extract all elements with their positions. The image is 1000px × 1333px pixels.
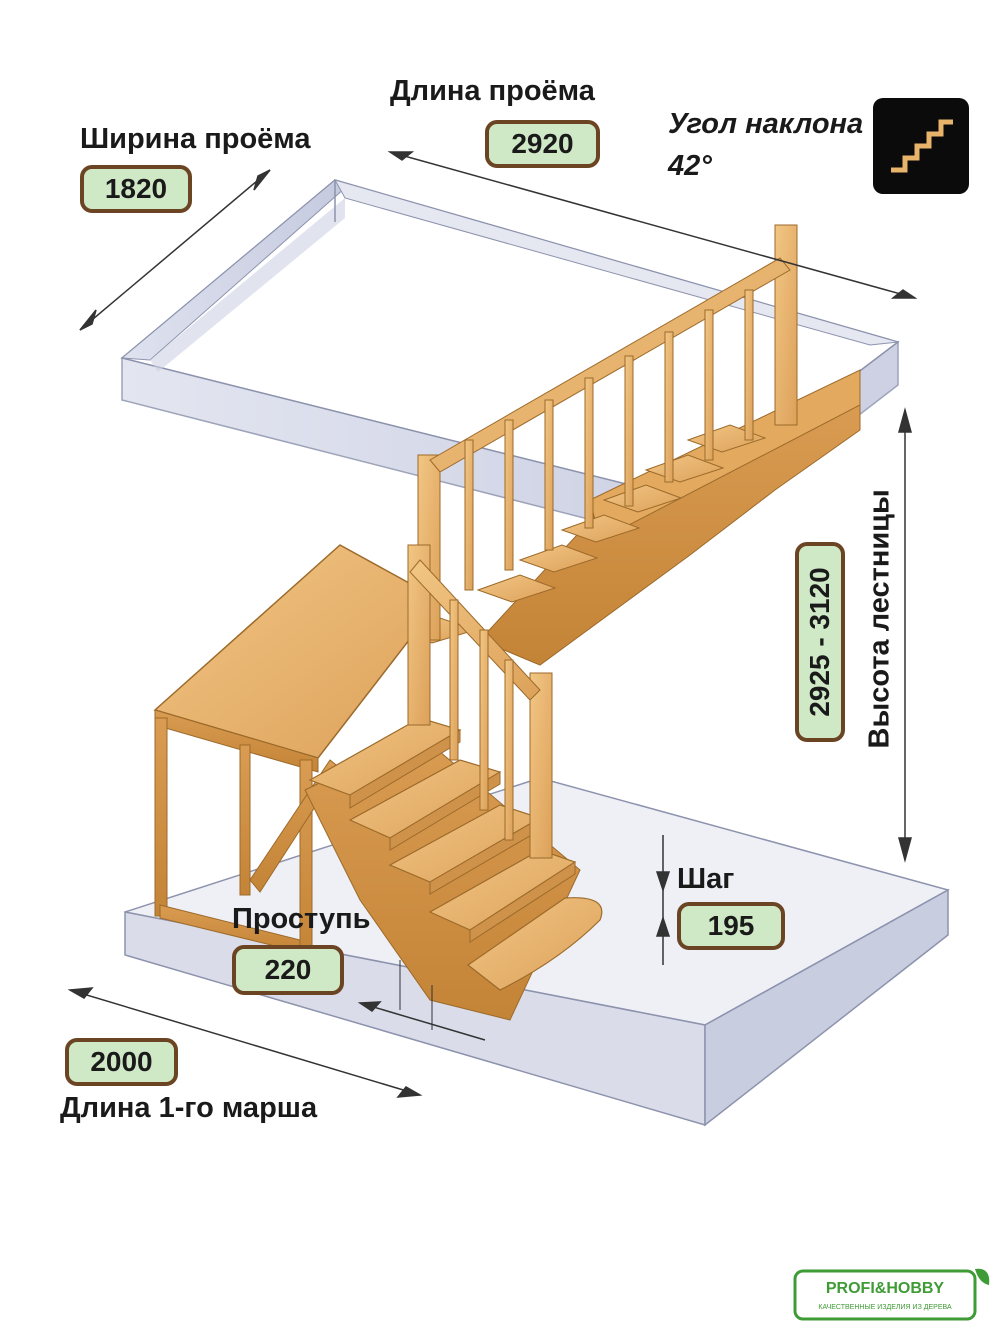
upper-handrail xyxy=(429,257,791,473)
step-rise-value: 195 xyxy=(677,902,785,950)
tread-depth-label: Проступь xyxy=(232,903,371,935)
railings xyxy=(407,224,798,859)
svg-text:PROFI&HOBBY: PROFI&HOBBY xyxy=(826,1280,945,1297)
length-dimension-line xyxy=(389,151,916,299)
landing-platform xyxy=(153,544,442,961)
tread-dimension-line xyxy=(359,1002,486,1041)
step-rise-label: Шаг xyxy=(677,863,735,895)
opening-width-value: 1820 xyxy=(80,165,192,213)
flight-length-dimension-line xyxy=(69,989,421,1096)
upper-newel-post xyxy=(774,224,798,426)
first-flight-length-value: 2000 xyxy=(65,1038,178,1086)
svg-text:КАЧЕСТВЕННЫЕ ИЗДЕЛИЯ ИЗ ДЕРЕВА: КАЧЕСТВЕННЫЕ ИЗДЕЛИЯ ИЗ ДЕРЕВА xyxy=(818,1304,952,1311)
width-dimension-line xyxy=(79,169,271,331)
opening-length-label: Длина проёма xyxy=(390,75,595,107)
bottom-newel-post xyxy=(529,672,553,859)
brand-logo: PROFI&HOBBY КАЧЕСТВЕННЫЕ ИЗДЕЛИЯ ИЗ ДЕРЕ… xyxy=(793,1265,993,1323)
first-flight-length-label: Длина 1-го марша xyxy=(60,1092,318,1124)
stairs-icon xyxy=(873,98,969,194)
landing-newel-post xyxy=(407,544,431,726)
stair-height-label: Высота лестницы xyxy=(863,489,896,749)
slope-angle-label: Угол наклона xyxy=(668,108,864,140)
opening-width-label: Ширина проёма xyxy=(80,123,311,155)
stair-height-value: 2925 - 3120 xyxy=(795,542,845,742)
slope-angle-value: 42° xyxy=(668,150,712,182)
dimension-lines xyxy=(67,151,918,1098)
lower-flight xyxy=(304,717,603,1021)
opening-length-value: 2920 xyxy=(485,120,600,168)
tread-depth-value: 220 xyxy=(232,945,344,995)
